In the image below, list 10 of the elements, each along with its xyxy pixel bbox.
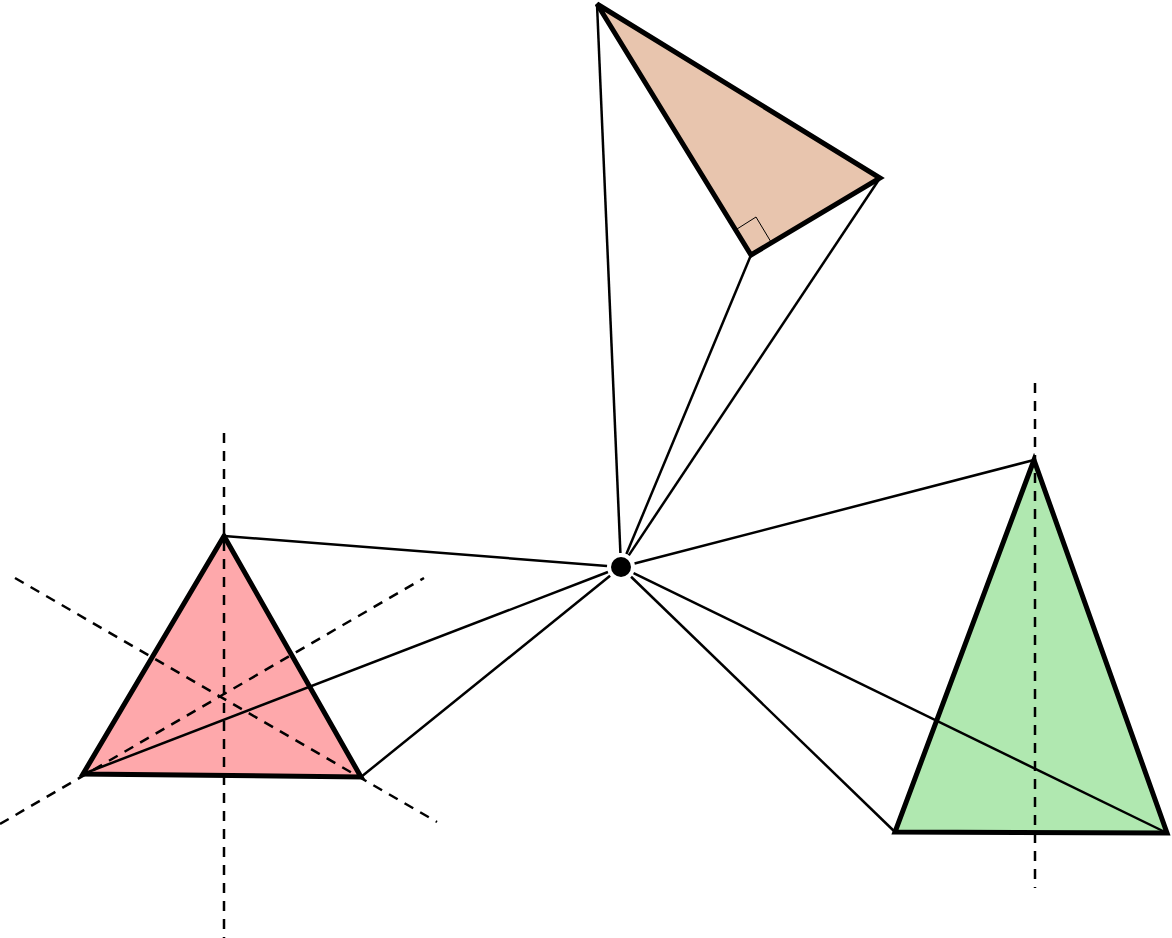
triangle — [594, 1, 885, 259]
connector-line — [360, 574, 611, 778]
center-point — [611, 557, 631, 577]
triangle — [891, 452, 1171, 836]
connector-line — [223, 534, 608, 568]
connector-line — [630, 575, 896, 833]
connector-line — [625, 254, 753, 555]
connector-line — [595, 3, 622, 554]
connector-line — [634, 458, 1035, 565]
triangle — [78, 531, 366, 780]
